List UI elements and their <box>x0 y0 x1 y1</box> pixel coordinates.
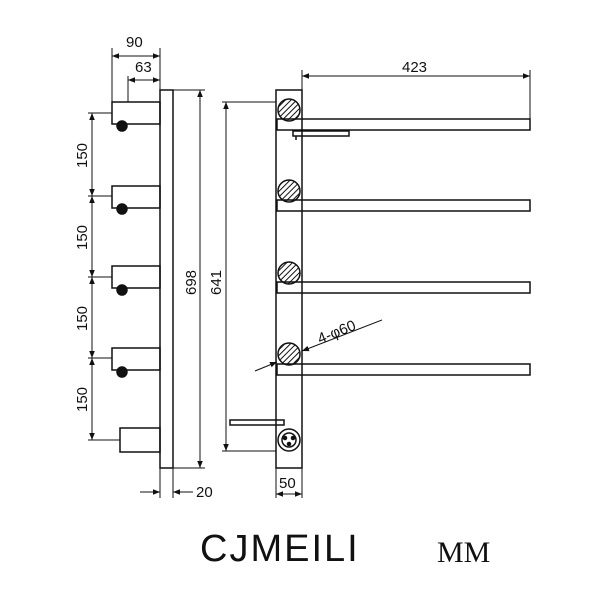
side-arm <box>111 265 161 296</box>
power-knob <box>277 428 301 452</box>
dim-label-423: 423 <box>402 59 427 76</box>
dim-label-diameter: 4-φ60 <box>315 317 358 348</box>
pivot-hub <box>277 98 301 122</box>
dim-label-spacing: 150 <box>74 143 91 168</box>
side-arm <box>111 185 161 215</box>
dim-label-spacing: 150 <box>74 306 91 331</box>
towel-bar <box>276 281 531 294</box>
dim-label-spacing: 150 <box>74 387 91 412</box>
dim-label-63: 63 <box>135 59 152 76</box>
pivot-hub <box>277 179 301 203</box>
dim-label-20: 20 <box>196 484 213 501</box>
front-post <box>275 89 303 469</box>
side-bottom-box <box>119 427 161 453</box>
towel-bar <box>276 363 531 376</box>
dim-label-50: 50 <box>279 475 296 492</box>
dim-label-698: 698 <box>183 270 200 295</box>
towel-bar <box>276 118 531 131</box>
dim-label-641: 641 <box>208 270 225 295</box>
pivot-hub <box>277 261 301 285</box>
side-view <box>88 48 205 498</box>
bracket <box>229 419 285 426</box>
bracket <box>292 130 350 137</box>
front-view <box>222 70 531 498</box>
side-arm <box>111 101 161 132</box>
model-code: MM <box>437 536 491 569</box>
pivot-hub <box>277 342 301 366</box>
dim-label-spacing: 150 <box>74 225 91 250</box>
towel-bar <box>276 199 531 212</box>
dim-leader-diameter <box>301 319 383 352</box>
dim-label-90: 90 <box>126 34 143 51</box>
side-arm <box>111 347 161 378</box>
brand-name: CJMEILI <box>200 528 360 570</box>
side-post <box>159 89 174 469</box>
